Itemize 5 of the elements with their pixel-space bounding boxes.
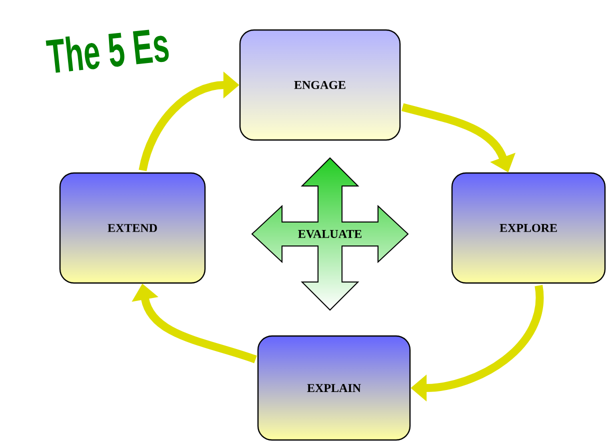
title: The 5 Es	[46, 30, 169, 73]
stage-box: EXTEND	[59, 172, 206, 284]
stage-box: EXPLORE	[451, 172, 606, 284]
stage-box: EXPLAIN	[257, 335, 411, 441]
stage-box: ENGAGE	[239, 29, 401, 141]
